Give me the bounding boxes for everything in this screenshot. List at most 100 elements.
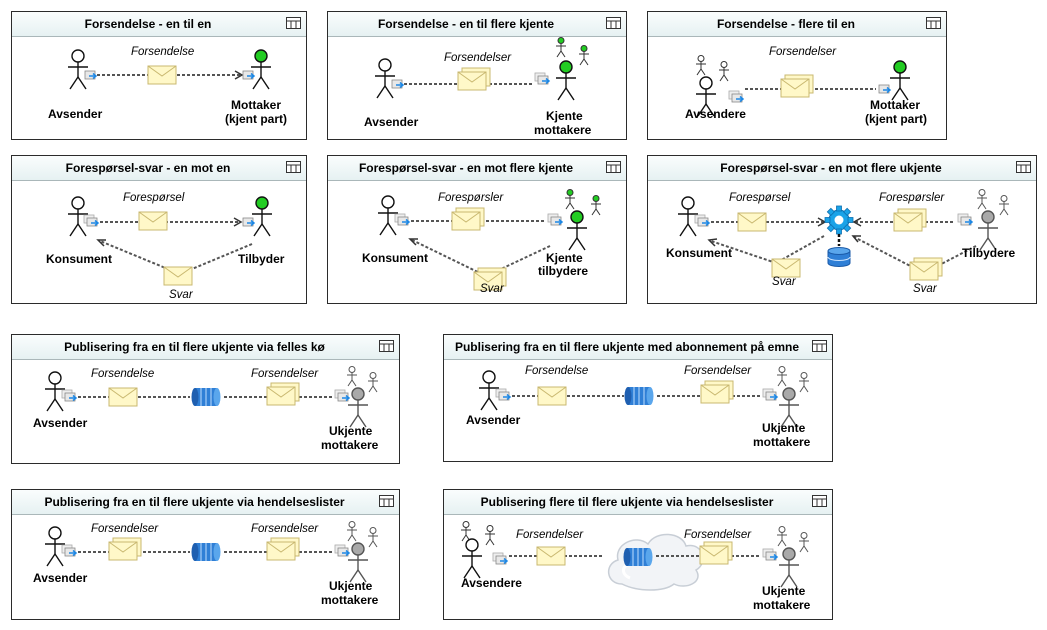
queue-icon — [191, 388, 221, 406]
port-stack-icon — [394, 213, 411, 226]
panel-request-reply-one-to-one: Forespørsel-svar - en mot en Forespørsel… — [11, 155, 307, 304]
envelope-stack-icon — [893, 208, 927, 232]
envelope-stack-icon — [699, 541, 733, 565]
small-actor-icon — [999, 195, 1009, 216]
panel-header: Forespørsel-svar - en mot flere kjente — [328, 156, 626, 181]
consumer-actor-icon — [68, 196, 88, 237]
envelope-stack-icon — [108, 537, 142, 561]
consumer-label: Konsument — [362, 251, 428, 265]
port-stack-icon — [534, 72, 551, 85]
sender-label: Avsender — [364, 115, 419, 129]
router-gear-icon — [824, 205, 854, 235]
message-label: Forsendelse — [131, 46, 195, 58]
receiver-label: Mottaker — [870, 98, 921, 112]
envelope-icon — [108, 387, 138, 407]
consumer-label: Konsument — [46, 252, 112, 266]
arrow-head-icon — [851, 235, 861, 243]
panel-title: Publisering fra en til flere ukjente via… — [64, 340, 325, 354]
receiver-label-sub: (kjent part) — [225, 112, 288, 126]
panel-header: Publisering fra en til flere ukjente via… — [12, 335, 399, 360]
receiver-label-sub: mottakere — [753, 435, 811, 449]
small-actor-icon — [461, 521, 471, 542]
provider-actor-icon — [252, 196, 272, 237]
envelope-icon — [138, 211, 168, 231]
provider-label-sub: tilbydere — [538, 264, 589, 278]
small-actor-icon — [719, 61, 729, 82]
port-icon — [391, 79, 405, 89]
message-label: Forsendelser — [444, 52, 512, 64]
panel-header: Publisering flere til flere ukjente via … — [444, 490, 832, 515]
envelope-icon — [737, 212, 767, 232]
envelope-stack-icon — [266, 382, 300, 406]
panel-title: Publisering flere til flere ukjente via … — [480, 495, 774, 509]
port-stack-icon — [334, 544, 351, 557]
small-actor-icon — [368, 527, 378, 548]
envelope-stack-icon — [909, 257, 943, 281]
receiver-label-sub: mottakere — [321, 593, 379, 607]
reply-flow-line — [853, 236, 977, 275]
small-actor-icon — [799, 372, 809, 393]
diagram-canvas — [479, 366, 809, 428]
envelope-stack-icon — [473, 267, 507, 291]
interface-icon — [286, 161, 301, 173]
receiver-label: Ukjente — [762, 584, 806, 598]
arrow-head-icon — [233, 217, 243, 227]
panel-title: Forespørsel-svar - en mot en — [65, 161, 231, 175]
consumer-label: Konsument — [666, 246, 732, 260]
receiver-label-sub: (kjent part) — [865, 112, 928, 126]
receiver-label: Ukjente — [329, 579, 373, 593]
interface-icon — [379, 495, 394, 507]
panel-publish-topic-subscription: Publisering fra en til flere ukjente med… — [443, 334, 833, 462]
port-stack-icon — [547, 213, 564, 226]
diagram-canvas — [678, 189, 1009, 281]
diagram-canvas — [68, 196, 272, 286]
diagram-canvas — [45, 366, 378, 428]
panel-publish-many-event-lists: Publisering flere til flere ukjente via … — [443, 489, 833, 620]
port-stack-icon — [83, 214, 100, 227]
small-actor-icon — [777, 526, 787, 547]
receiver-label-sub: mottakere — [534, 123, 592, 137]
sender-actor-icon — [68, 49, 88, 90]
small-actor-icon — [696, 55, 706, 76]
panel-send-many-to-one: Forsendelse - flere til en Forsendelser … — [647, 11, 947, 140]
port-stack-icon — [762, 388, 779, 401]
message-label: Forsendelser — [251, 523, 319, 535]
diagram-canvas — [696, 55, 910, 117]
port-stack-icon — [957, 213, 974, 226]
interface-icon — [606, 17, 621, 29]
envelope-icon — [771, 258, 801, 278]
port-stack-icon — [492, 552, 509, 565]
event-list-queue-icon — [623, 548, 653, 566]
envelope-stack-icon — [451, 207, 485, 231]
arrow-head-icon — [852, 217, 862, 227]
receiver-actor-icon — [348, 387, 368, 428]
small-actor-icon — [368, 372, 378, 393]
port-stack-icon — [61, 544, 78, 557]
panel-title: Forsendelse - flere til en — [716, 17, 856, 31]
sender-label: Avsendere — [685, 107, 746, 121]
message-label: Forsendelse — [91, 368, 155, 380]
panel-request-reply-one-to-many-known: Forespørsel-svar - en mot flere kjente F… — [327, 155, 627, 304]
panel-title: Forespørsel-svar - en mot flere ukjente — [720, 161, 942, 175]
topic-queue-icon — [624, 387, 654, 405]
panel-request-reply-one-to-many-unknown: Forespørsel-svar - en mot flere ukjente — [647, 155, 1037, 304]
port-icon — [84, 70, 98, 80]
receiver-label: Ukjente — [329, 424, 373, 438]
small-actor-icon — [591, 195, 601, 216]
diagram-canvas — [68, 49, 271, 90]
small-actor-icon — [565, 189, 575, 210]
small-actor-icon — [485, 525, 495, 546]
provider-label: Tilbyder — [238, 252, 285, 266]
sender-label: Avsender — [33, 416, 88, 430]
receiver-actor-icon — [251, 49, 271, 90]
port-stack-icon — [495, 388, 512, 401]
panel-title: Forespørsel-svar - en mot flere kjente — [358, 161, 574, 175]
panel-header: Publisering fra en til flere ukjente med… — [444, 335, 832, 360]
provider-actor-icon — [978, 210, 998, 251]
sender-actor-icon — [479, 370, 499, 411]
cloud-icon — [608, 533, 704, 591]
diagram-canvas — [45, 521, 378, 583]
arrow-head-icon — [234, 70, 244, 80]
receiver-actor-icon — [779, 547, 799, 588]
reply-label: Svar — [169, 289, 193, 301]
